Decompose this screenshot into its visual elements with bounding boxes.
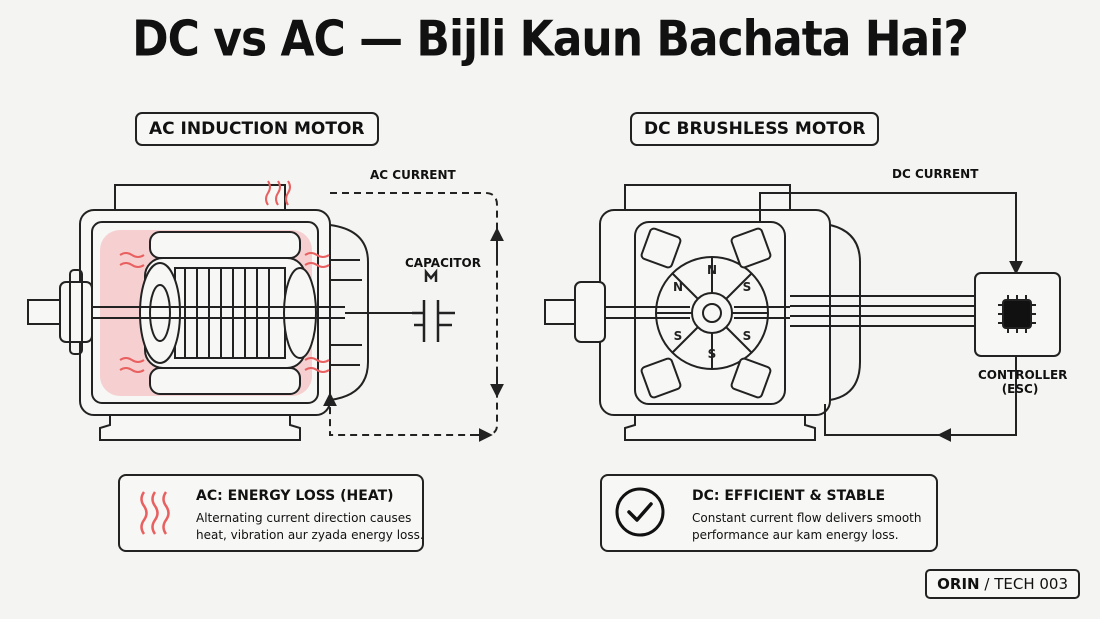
dc-current-label: DC CURRENT — [892, 167, 979, 181]
pole-label: N — [673, 280, 683, 294]
controller-label-line1: CONTROLLER — [978, 368, 1068, 382]
ac-current-label: AC CURRENT — [370, 168, 456, 182]
ac-info-line1: Alternating current direction causes — [196, 511, 412, 525]
heat-waves-icon — [140, 491, 170, 535]
ac-heat-waves — [119, 180, 330, 373]
brand-tag: ORIN / TECH 003 — [925, 569, 1080, 599]
capacitor-label: CAPACITOR — [405, 256, 481, 270]
ac-info-title: AC: ENERGY LOSS (HEAT) — [196, 488, 394, 504]
capacitor-symbol — [412, 268, 455, 342]
page-title: DC vs AC — Bijli Kaun Bachata Hai? — [132, 10, 969, 69]
dc-current-loop — [759, 192, 1023, 442]
ac-current-loop — [323, 192, 504, 442]
controller-box — [974, 272, 1061, 357]
ac-motor-heading: AC INDUCTION MOTOR — [135, 112, 379, 146]
ac-info-box: AC: ENERGY LOSS (HEAT) Alternating curre… — [118, 474, 424, 552]
pole-label: S — [708, 347, 717, 361]
pole-label: S — [743, 329, 752, 343]
dc-info-title: DC: EFFICIENT & STABLE — [692, 488, 886, 504]
dc-pole-labels: N S S S S N — [673, 263, 751, 361]
brand-name: ORIN — [937, 575, 980, 593]
pole-label: S — [674, 329, 683, 343]
controller-label: CONTROLLER (ESC) — [978, 368, 1068, 396]
check-circle-icon — [615, 487, 665, 537]
dc-motor-heading: DC BRUSHLESS MOTOR — [630, 112, 880, 146]
ac-info-line2: heat, vibration aur zyada energy loss. — [196, 528, 424, 542]
dc-info-line2: performance aur kam energy loss. — [692, 528, 899, 542]
dc-info-box: DC: EFFICIENT & STABLE Constant current … — [600, 474, 938, 552]
pole-label: S — [743, 280, 752, 294]
dc-motor-drawing — [544, 184, 975, 441]
controller-label-line2: (ESC) — [1001, 382, 1039, 396]
dc-info-line1: Constant current flow delivers smooth — [692, 511, 922, 525]
ac-motor-drawing — [27, 184, 420, 441]
pole-label: N — [707, 263, 717, 277]
brand-series: / TECH 003 — [979, 575, 1068, 593]
